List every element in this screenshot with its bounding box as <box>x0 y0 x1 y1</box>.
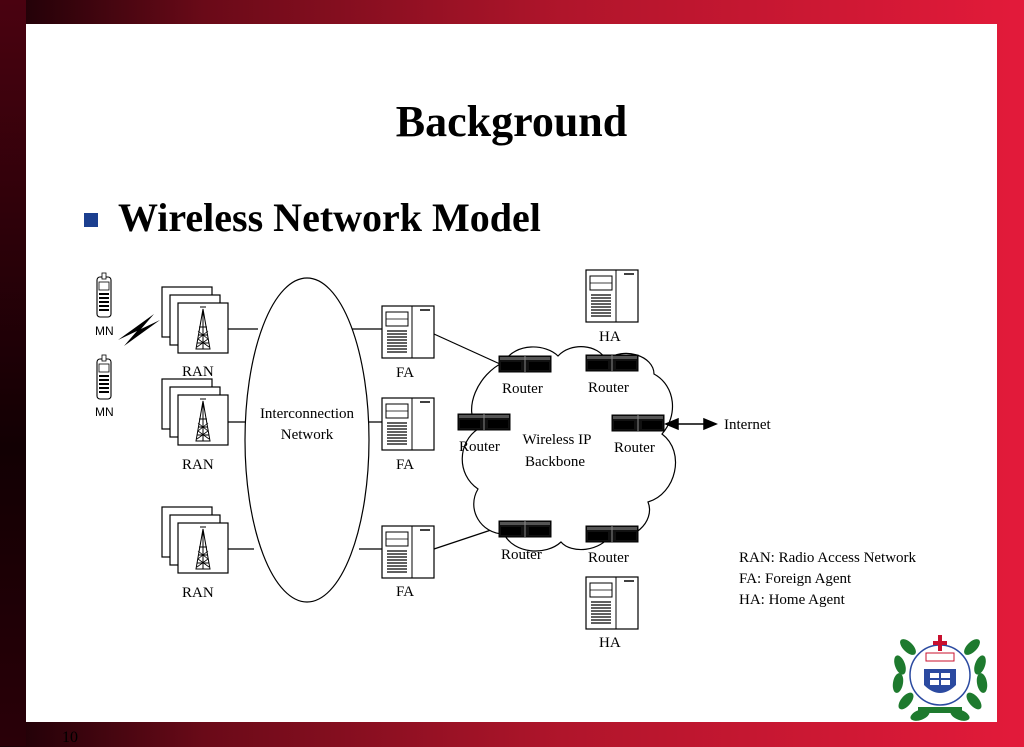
mobile-phone-icon-1 <box>96 272 112 318</box>
ran-station-icon-3 <box>161 506 229 574</box>
backbone-label-line1: Wireless IP <box>523 432 592 448</box>
router-label-2: Router <box>588 380 629 396</box>
ran-station-icon-2 <box>161 378 229 446</box>
ran-label-3: RAN <box>182 585 214 601</box>
legend-fa: FA: Foreign Agent <box>739 571 852 587</box>
interconnection-ellipse <box>244 277 370 603</box>
bullet-text: Wireless Network Model <box>118 195 541 240</box>
fa-server-icon-3 <box>381 525 435 579</box>
network-diagram: MN MN RAN RAN RAN FA FA FA HA HA Router … <box>95 269 988 721</box>
ha-server-icon-2 <box>585 576 639 630</box>
router-icon-5 <box>498 520 552 538</box>
university-seal-logo <box>892 629 988 721</box>
page-number: 10 <box>62 729 78 746</box>
backbone-label-line2: Backbone <box>525 454 585 470</box>
interconnection-label-line2: Network <box>281 427 334 443</box>
fa-label-2: FA <box>396 457 414 473</box>
router-label-3: Router <box>459 439 500 455</box>
router-label-6: Router <box>588 550 629 566</box>
mn-label-1: MN <box>95 324 114 338</box>
fa-server-icon-2 <box>381 397 435 451</box>
router-icon-3 <box>457 413 511 431</box>
ran-label-1: RAN <box>182 364 214 380</box>
router-icon-2 <box>585 354 639 372</box>
slide-canvas: Background Wireless Network Model <box>26 24 997 746</box>
wireless-link-icon <box>118 314 160 346</box>
internet-arrow-icon <box>664 417 718 431</box>
ha-label-1: HA <box>599 329 621 345</box>
legend-ran: RAN: Radio Access Network <box>739 550 917 566</box>
router-label-4: Router <box>614 440 655 456</box>
mobile-phone-icon-2 <box>96 354 112 400</box>
router-icon-1 <box>498 355 552 373</box>
legend-ha: HA: Home Agent <box>739 592 846 608</box>
fa-server-icon-1 <box>381 305 435 359</box>
frame-left-bar <box>0 0 26 746</box>
slide-title: Background <box>395 97 628 146</box>
ran-label-2: RAN <box>182 457 214 473</box>
ha-label-2: HA <box>599 635 621 651</box>
interconnection-label-line1: Interconnection <box>260 406 355 422</box>
fa-label-1: FA <box>396 365 414 381</box>
router-label-1: Router <box>502 381 543 397</box>
ha-server-icon-1 <box>585 269 639 323</box>
fa-label-3: FA <box>396 584 414 600</box>
router-icon-4 <box>611 414 665 432</box>
router-icon-6 <box>585 525 639 543</box>
mn-label-2: MN <box>95 405 114 419</box>
ran-station-icon-1 <box>161 286 229 354</box>
internet-label: Internet <box>724 417 771 433</box>
bullet-square-icon <box>84 213 98 227</box>
router-label-5: Router <box>501 547 542 563</box>
